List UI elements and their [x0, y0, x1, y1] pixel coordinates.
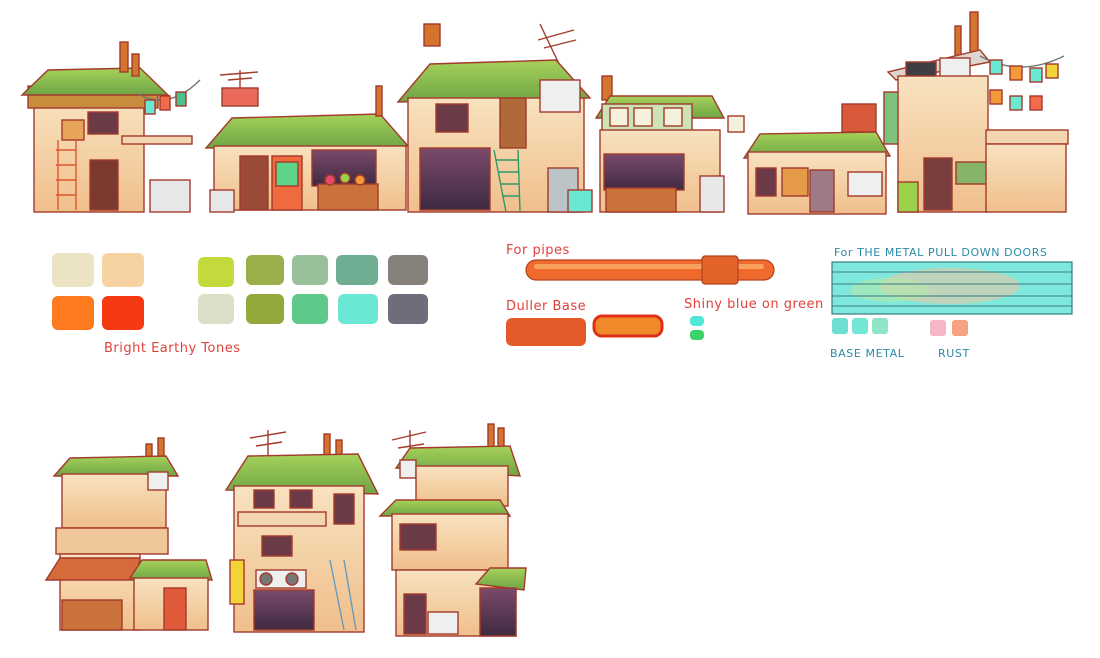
house-5: [742, 91, 905, 215]
doors-label: For THE METAL PULL DOWN DOORS: [834, 246, 1048, 259]
tower-1: [44, 437, 213, 631]
swatch: [102, 296, 144, 330]
shiny-label: Shiny blue on green: [684, 297, 824, 312]
swatch: [246, 255, 284, 285]
swatch: [292, 255, 328, 285]
shiny-swatches: [690, 316, 704, 340]
base-metal-label: BASE METAL: [830, 347, 905, 360]
house-1: [20, 41, 201, 213]
house-3: [396, 23, 593, 213]
pipes-label: For pipes: [506, 243, 570, 258]
base-metal-swatches: [832, 318, 888, 334]
swatch: [338, 294, 378, 324]
tower-3: [378, 423, 527, 637]
swatch: [198, 294, 234, 324]
house-4: [594, 75, 745, 213]
swatch: [246, 294, 284, 324]
house-6: [886, 11, 1069, 213]
duller-base-swatches: [506, 314, 664, 346]
duller-base-label: Duller Base: [506, 299, 586, 314]
pipe-study: [525, 255, 775, 285]
swatch: [102, 253, 144, 287]
swatch: [52, 296, 94, 330]
tower-2: [224, 430, 380, 633]
rust-swatches: [930, 320, 968, 336]
metal-door-sample: [831, 261, 1073, 315]
house-2: [204, 70, 410, 213]
swatch: [388, 294, 428, 324]
swatch: [336, 255, 378, 285]
swatch: [52, 253, 94, 287]
swatch: [292, 294, 328, 324]
rust-label: RUST: [938, 347, 970, 360]
swatch: [388, 255, 428, 285]
palette-label: Bright Earthy Tones: [104, 341, 240, 356]
swatch: [198, 257, 234, 287]
